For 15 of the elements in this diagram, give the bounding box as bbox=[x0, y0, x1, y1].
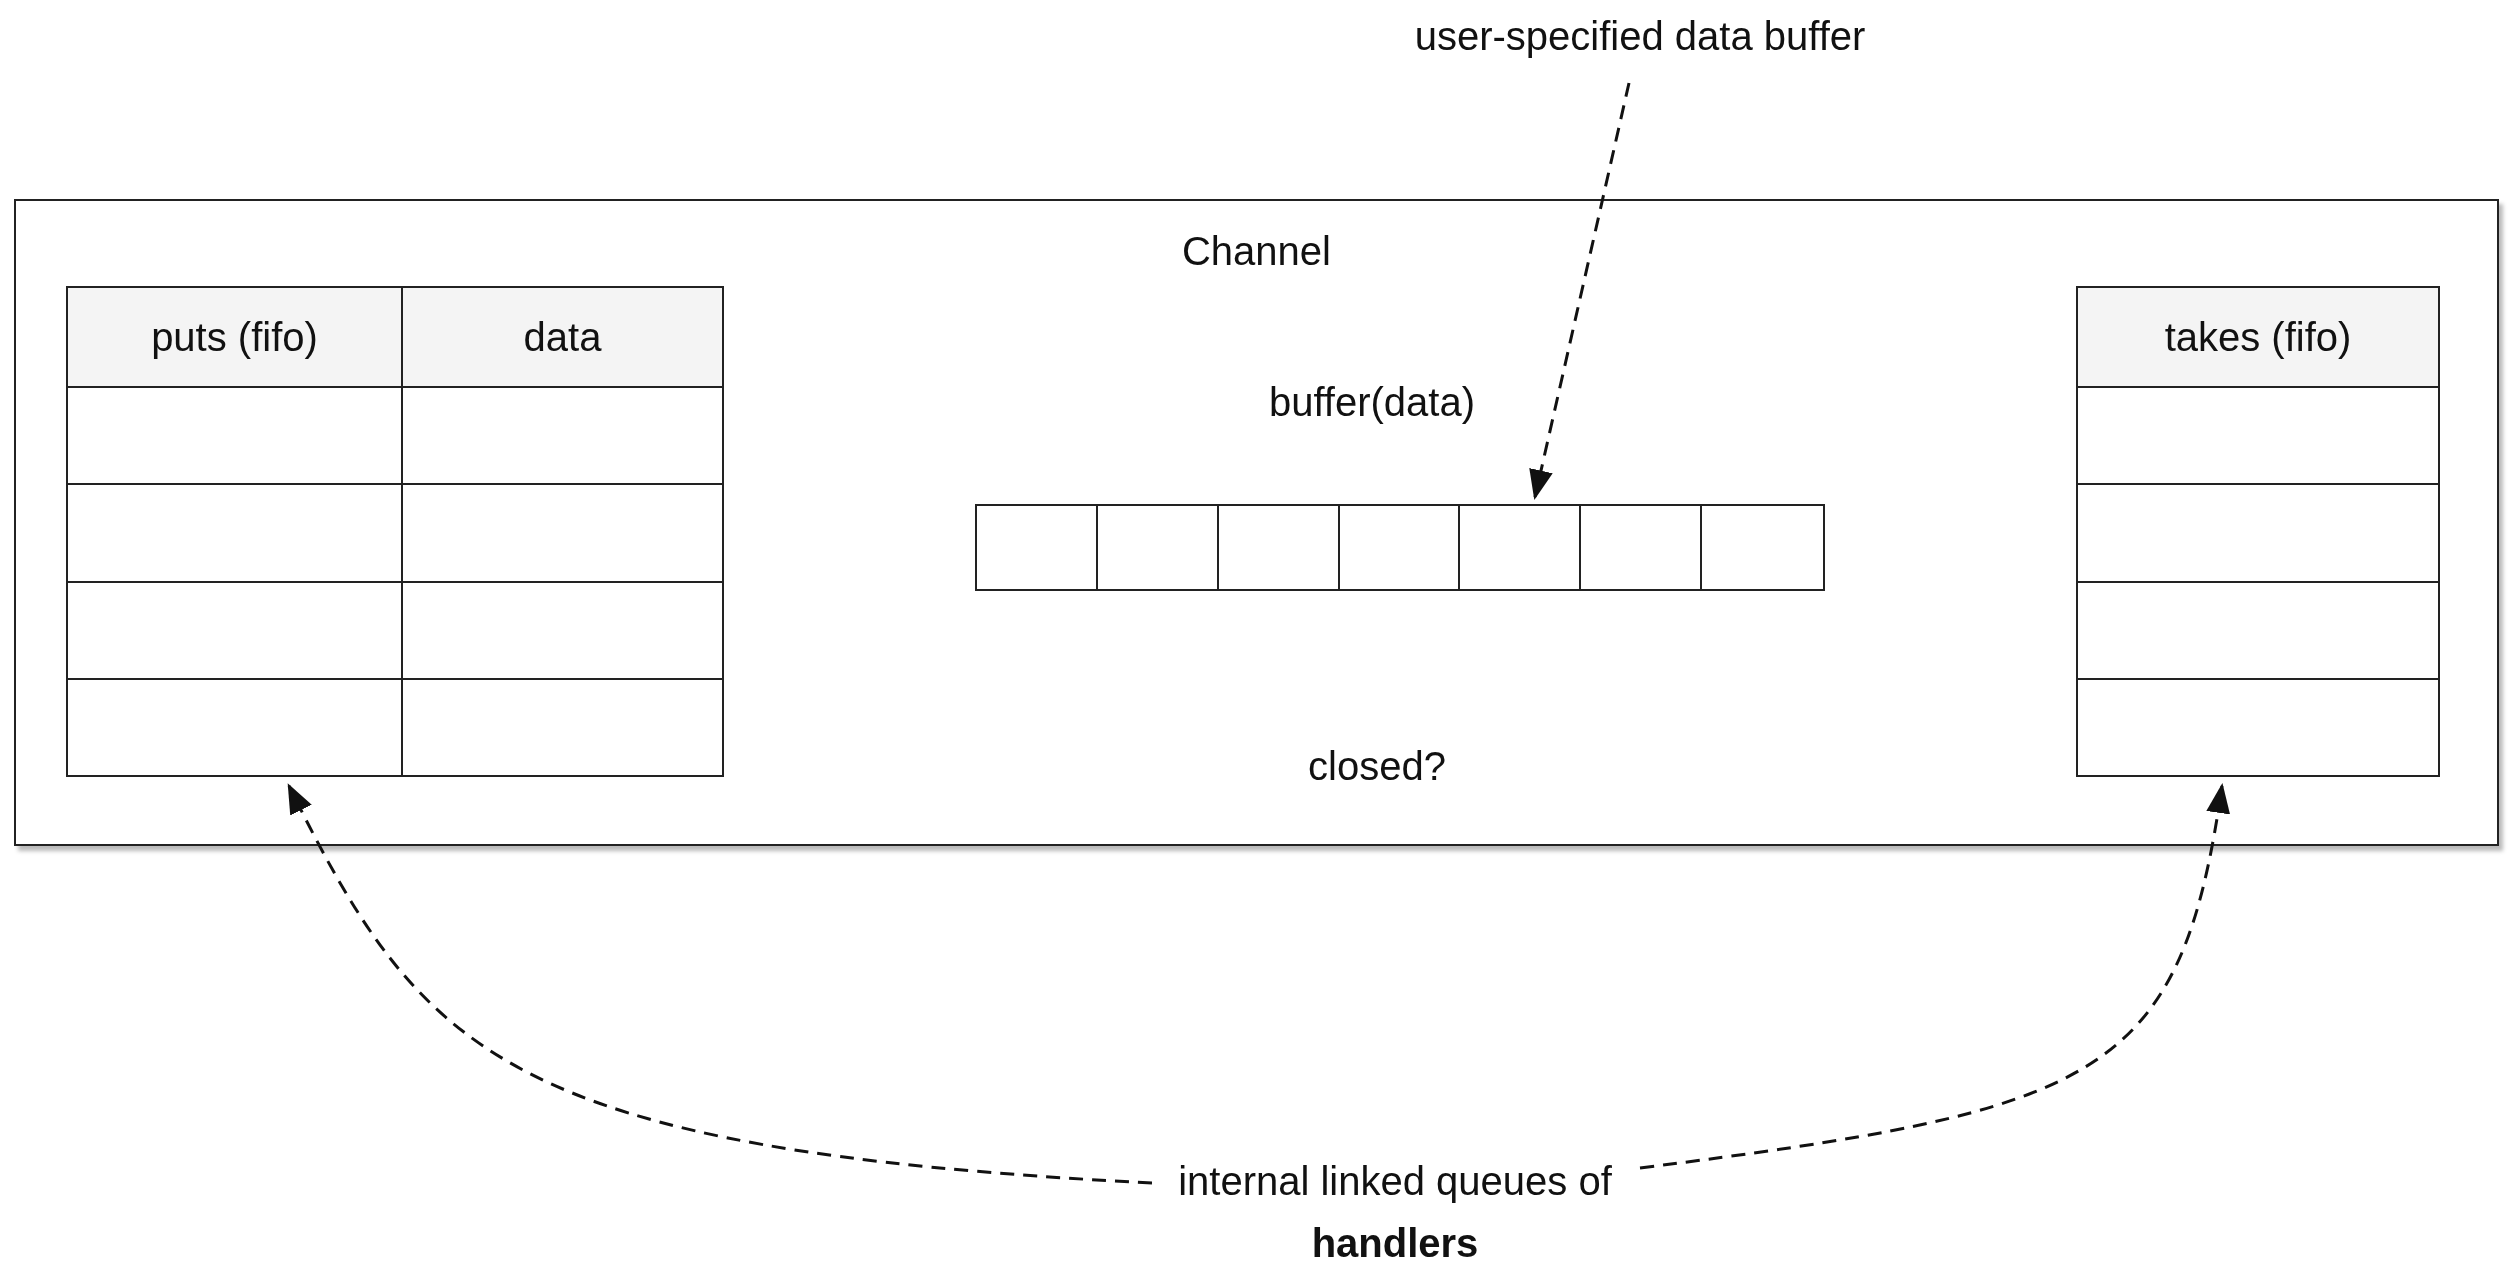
dashed-arrow bbox=[1529, 82, 1631, 500]
buffer-array bbox=[975, 504, 1825, 591]
column-header: puts (fifo) bbox=[68, 288, 403, 389]
queue-table bbox=[66, 286, 724, 777]
box-title: Channel bbox=[1181, 229, 1332, 274]
column-header: data bbox=[402, 288, 724, 389]
queue-table bbox=[2076, 286, 2440, 777]
callout-text: internal linked queues of handlers bbox=[1165, 1150, 1625, 1272]
text-label: closed? bbox=[1307, 744, 1447, 789]
dashed-arrow bbox=[287, 783, 1153, 1185]
column-header: takes (fifo) bbox=[2078, 288, 2440, 389]
text-label: buffer(data) bbox=[1267, 380, 1477, 425]
callout-text: user-specified data buffer bbox=[1340, 5, 1940, 69]
channel-box bbox=[14, 199, 2499, 846]
dashed-arrow bbox=[1639, 783, 2230, 1170]
